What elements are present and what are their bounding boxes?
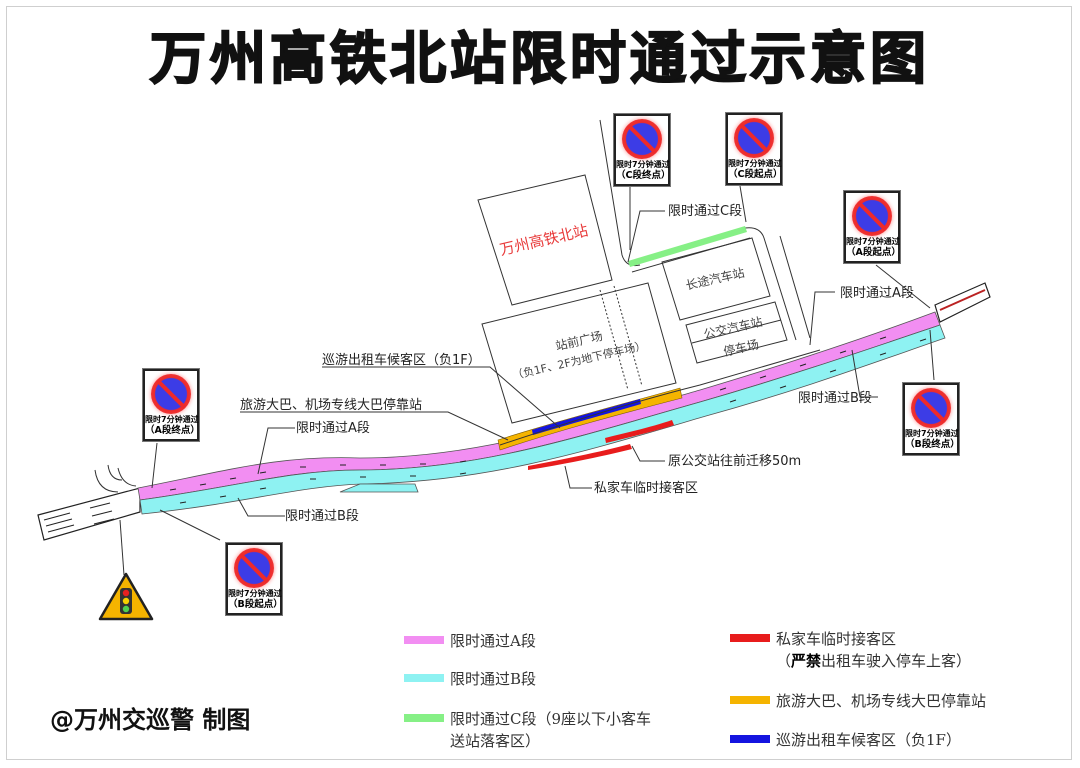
legend-label: 限时通过A段 (450, 632, 536, 650)
callout-segment-a-west: 限时通过A段 (296, 421, 370, 436)
legend-tour-bus: 旅游大巴、机场专线大巴停靠站 (730, 690, 986, 712)
no-parking-icon (151, 374, 191, 414)
legend-swatch-private-pickup (730, 634, 770, 642)
map-title: 万州高铁北站限时通过示意图 (149, 26, 930, 93)
legend-label-line1: 限时通过C段（9座以下小客车 (450, 710, 652, 728)
sign-text-1: 限时7分钟通过 (846, 237, 900, 246)
callout-segment-b-west: 限时通过B段 (285, 509, 359, 524)
legend-segment-a: 限时通过A段 (404, 630, 536, 652)
sign-text-1: 限时7分钟通过 (145, 415, 199, 424)
legend-swatch-taxi (730, 735, 770, 743)
no-parking-icon (234, 548, 274, 588)
private-pickup-zone-2 (605, 420, 674, 443)
sign-text-2: （A段起点） (846, 247, 901, 258)
no-parking-icon (852, 196, 892, 236)
legend-swatch-segment-c (404, 714, 444, 722)
callout-segment-c: 限时通过C段 (668, 204, 742, 219)
map-credit: @万州交巡警 制图 (50, 706, 251, 734)
legend-label: 限时通过B段 (450, 670, 537, 688)
legend-label: 私家车临时接客区 （严禁出租车驶入停车上客） (776, 628, 971, 672)
legend-label: 限时通过C段（9座以下小客车 送站落客区） (450, 708, 651, 752)
sign-b-end: 限时7分钟通过 （B段终点） (903, 383, 960, 455)
sign-text-2: （B段起点） (228, 599, 283, 610)
private-pickup-zone-1 (528, 444, 632, 470)
sign-text-1: 限时7分钟通过 (616, 160, 670, 169)
east-road-stub (934, 282, 991, 323)
station-building (477, 174, 613, 306)
sign-text-1: 限时7分钟通过 (905, 429, 959, 438)
west-road-stub (37, 464, 141, 541)
no-parking-icon (734, 118, 774, 158)
sign-text-2: （B段终点） (905, 439, 960, 450)
segment-c-road (628, 226, 747, 267)
legend-label-line2: 送站落客区） (450, 732, 541, 750)
no-parking-icon (622, 119, 662, 159)
sign-a-end: 限时7分钟通过 （A段终点） (143, 369, 200, 441)
callout-taxi-zone: 巡游出租车候客区（负1F） (322, 352, 481, 368)
sign-text-1: 限时7分钟通过 (228, 589, 282, 598)
traffic-light-warning-icon (98, 572, 154, 621)
legend-swatch-tour-bus (730, 696, 770, 704)
callout-private-pickup: 私家车临时接客区 (594, 480, 698, 496)
sign-text-2: （C段起点） (728, 169, 783, 180)
legend-warning-bold: 严禁 (791, 652, 822, 670)
legend-label: 巡游出租车候客区（负1F） (776, 731, 961, 749)
legend-segment-c: 限时通过C段（9座以下小客车 送站落客区） (404, 708, 651, 752)
no-parking-icon (911, 388, 951, 428)
sign-b-start: 限时7分钟通过 （B段起点） (226, 543, 283, 615)
legend-taxi: 巡游出租车候客区（负1F） (730, 729, 961, 751)
sign-text-1: 限时7分钟通过 (728, 159, 782, 168)
bus-bay (339, 483, 419, 493)
sign-c-start: 限时7分钟通过 （C段起点） (726, 113, 782, 185)
lane-markings (169, 336, 927, 504)
legend-label-line1: 私家车临时接客区 (776, 630, 897, 648)
callout-segment-b-east: 限时通过B段 (798, 391, 872, 406)
map-frame (6, 6, 1072, 760)
legend-label: 旅游大巴、机场专线大巴停靠站 (776, 692, 987, 710)
callout-segment-a-east: 限时通过A段 (840, 286, 914, 301)
callout-tour-bus: 旅游大巴、机场专线大巴停靠站 (240, 397, 422, 413)
sign-text-2: （C段终点） (616, 170, 671, 181)
callout-bus-moved: 原公交站往前迁移50m (668, 453, 801, 469)
legend-swatch-segment-a (404, 636, 444, 644)
legend-swatch-segment-b (404, 674, 444, 682)
sign-text-2: （A段终点） (145, 425, 200, 436)
leader-lines (119, 185, 935, 576)
sign-c-end: 限时7分钟通过 （C段终点） (614, 114, 670, 186)
sign-a-start: 限时7分钟通过 （A段起点） (844, 191, 901, 263)
bus-station-building (685, 301, 788, 364)
legend-private-pickup: 私家车临时接客区 （严禁出租车驶入停车上客） (730, 628, 971, 672)
legend-label-line2: （严禁出租车驶入停车上客） (776, 652, 972, 670)
legend-segment-b: 限时通过B段 (404, 668, 536, 690)
